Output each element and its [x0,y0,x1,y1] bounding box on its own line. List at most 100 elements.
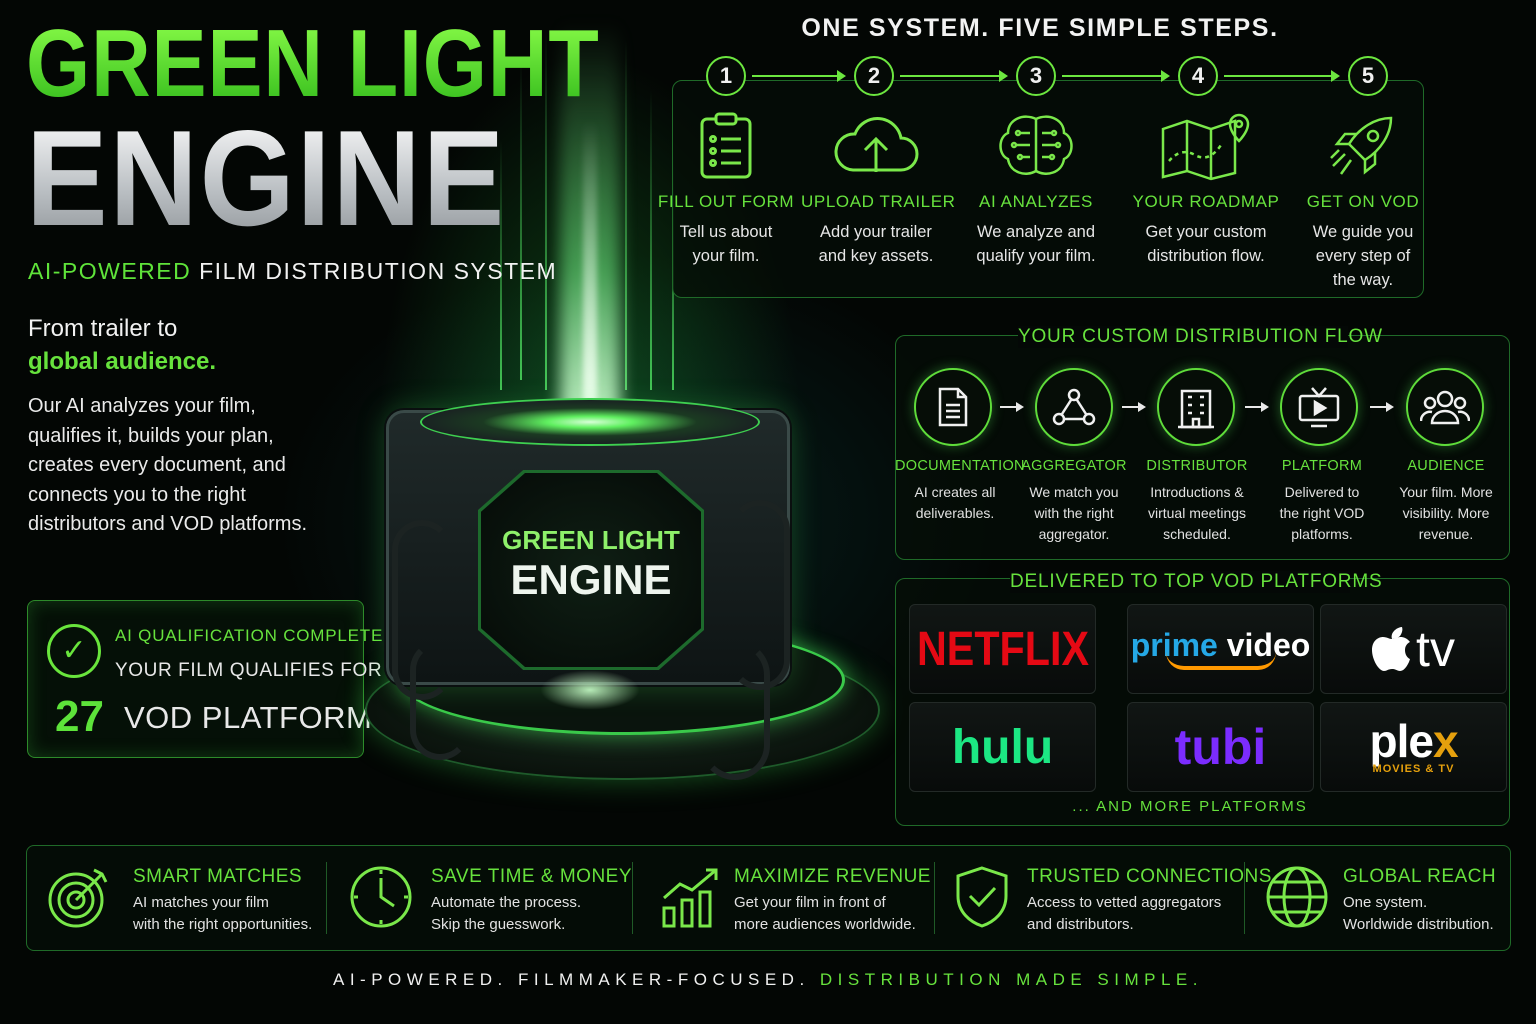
step-desc: We analyze and qualify your film. [976,223,1096,265]
engine-cable [410,640,470,760]
benefit-desc-line: One system. [1343,894,1428,911]
benefit-desc-line: and distributors. [1027,916,1134,933]
flow-distributor: DISTRIBUTOR Introductions & virtual meet… [1137,458,1257,545]
step-arrow [752,70,846,82]
step-desc: Get your custom distribution flow. [1145,223,1267,265]
flow-desc: We match you with the right aggregator. [1029,484,1119,542]
plex-word: ple [1369,715,1433,767]
step-arrow [1062,70,1170,82]
apple-icon [1372,627,1411,671]
tagline: From trailer to global audience. [28,312,216,378]
vod-title: DELIVERED TO TOP VOD PLATFORMS [1010,571,1383,593]
growth-chart-icon [652,858,730,936]
flow-arrow [1245,402,1269,412]
benefit-label: SMART MATCHES [133,866,303,887]
steps-title: ONE SYSTEM. FIVE SIMPLE STEPS. [801,14,1279,42]
flow-desc: AI creates all deliverables. [914,484,996,521]
qualification-card [27,600,364,758]
tubi-logo: tubi [1127,702,1314,792]
flow-label: AUDIENCE [1407,458,1485,474]
prime-video-logo: prime video [1127,604,1314,694]
netflix-wordmark: NETFLIX [916,622,1089,676]
step-number-3: 3 [1016,56,1056,96]
flow-documentation: DOCUMENTATION AI creates all deliverable… [895,458,1025,524]
clock-icon [342,858,420,936]
building-icon [1157,368,1235,446]
step-label: FILL OUT FORM [657,192,795,211]
engine-label-bottom: ENGINE [510,556,672,603]
apple-tv-logo: tv [1320,604,1507,694]
plex-x: x [1432,715,1459,767]
divider [326,862,327,934]
tagline-white: From trailer to [28,315,178,342]
flow-label: PLATFORM [1281,458,1363,474]
light-streak [500,140,502,390]
benefit-label: MAXIMIZE REVENUE [734,866,931,887]
footer-tagline: AI-POWERED. FILMMAKER-FOCUSED. DISTRIBUT… [0,970,1536,990]
step-label: GET ON VOD [1306,192,1420,211]
hulu-logo: hulu [909,702,1096,792]
map-icon [1131,100,1281,192]
globe-icon [1258,858,1336,936]
more-platforms: ... AND MORE PLATFORMS [1072,798,1308,815]
step-desc: Tell us about your film. [679,223,773,265]
flow-desc: Delivered to the right VOD platforms. [1279,484,1365,542]
engine-label-top: GREEN LIGHT [502,525,680,555]
engine-top-ring [420,398,760,446]
flow-aggregator: AGGREGATOR We match you with the right a… [1014,458,1134,545]
benefits-bar [26,845,1511,951]
benefit-desc-line: Automate the process. [431,894,582,911]
benefit-desc-line: Skip the guesswork. [431,916,566,933]
engine-display [478,470,704,670]
engine-cable [730,500,790,690]
step-ai-analyzes: AI ANALYZES We analyze and qualify your … [961,100,1111,268]
subtitle: AI-POWERED FILM DISTRIBUTION SYSTEM [28,258,557,285]
step-arrow [1224,70,1340,82]
benefit-desc-line: more audiences worldwide. [734,916,916,933]
step-number-5: 5 [1348,56,1388,96]
benefit-desc: Automate the process. Skip the guesswork. [431,892,632,936]
qualification-status: AI QUALIFICATION COMPLETE [115,626,384,645]
step-get-on-vod: GET ON VOD We guide you every step of th… [1288,100,1438,292]
clipboard-icon [651,100,801,192]
step-number-2: 2 [854,56,894,96]
step-fill-out-form: FILL OUT FORM Tell us about your film. [651,100,801,268]
benefit-save-time: SAVE TIME & MONEY Automate the process.S… [431,866,632,936]
footer-white: AI-POWERED. FILMMAKER-FOCUSED. [332,970,820,989]
step-label: UPLOAD TRAILER [801,192,956,211]
step-number-4: 4 [1178,56,1218,96]
tv-word: tv [1416,621,1455,677]
flow-arrow [1122,402,1146,412]
light-streak [520,60,522,380]
benefit-desc: Access to vetted aggregators and distribu… [1027,892,1272,936]
plex-wordmark: plex [1369,718,1458,764]
step-label: YOUR ROADMAP [1132,192,1280,211]
step-label: AI ANALYZES [979,192,1093,211]
flow-arrow [1370,402,1394,412]
benefit-desc-line: AI matches your film [133,894,269,911]
title-line-2: ENGINE [26,102,507,254]
flow-desc: Your film. More visibility. More revenue… [1399,484,1493,542]
people-icon [1406,368,1484,446]
tubi-wordmark: tubi [1174,719,1267,775]
plex-subtitle: MOVIES & TV [1372,763,1455,775]
benefit-label: GLOBAL REACH [1343,866,1497,887]
hulu-wordmark: hulu [951,720,1054,774]
description: Our AI analyzes your film, qualifies it,… [28,395,307,535]
benefit-desc-line: Access to vetted aggregators [1027,894,1222,911]
qualification-label: YOUR FILM QUALIFIES FOR [115,660,383,681]
step-number-1: 1 [706,56,746,96]
light-streak [650,90,652,390]
flow-desc: Introductions & virtual meetings schedul… [1147,484,1247,542]
benefit-label: TRUSTED CONNECTIONS [1027,866,1272,887]
flow-label: DISTRIBUTOR [1146,458,1248,474]
engine-cable [392,520,452,700]
engine-glow [540,670,640,710]
network-icon [1035,368,1113,446]
prime-smile-icon [1165,652,1276,670]
flow-label: AGGREGATOR [1021,458,1127,474]
benefit-desc-line: Worldwide distribution. [1343,916,1494,933]
